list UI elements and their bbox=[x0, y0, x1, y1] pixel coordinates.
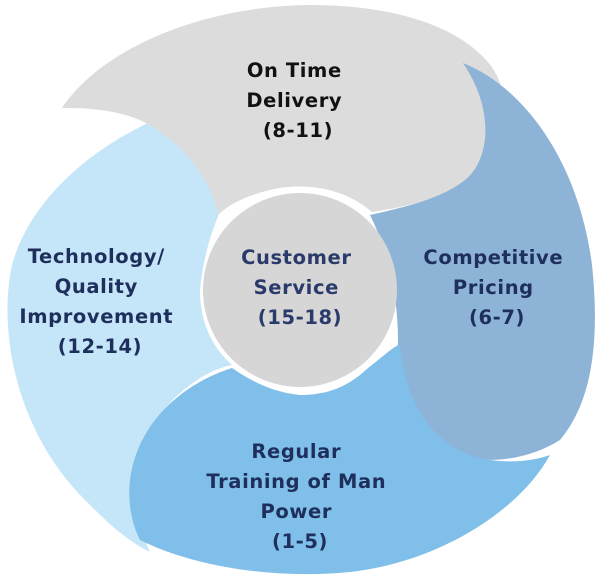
customer-service-hub bbox=[203, 193, 397, 387]
training-segment bbox=[129, 345, 550, 575]
pricing-segment bbox=[370, 63, 595, 460]
customer-service-label: Customer Service (15-18) bbox=[241, 246, 359, 329]
technology-segment bbox=[7, 122, 232, 552]
technology-label: Technology/ Quality Improvement (12-14) bbox=[19, 245, 180, 358]
training-label: Regular Training of Man Power (1-5) bbox=[206, 440, 393, 553]
pricing-label: Competitive Pricing (6-7) bbox=[423, 246, 570, 329]
delivery-label: On Time Delivery (8-11) bbox=[246, 59, 349, 142]
delivery-segment bbox=[62, 5, 505, 215]
